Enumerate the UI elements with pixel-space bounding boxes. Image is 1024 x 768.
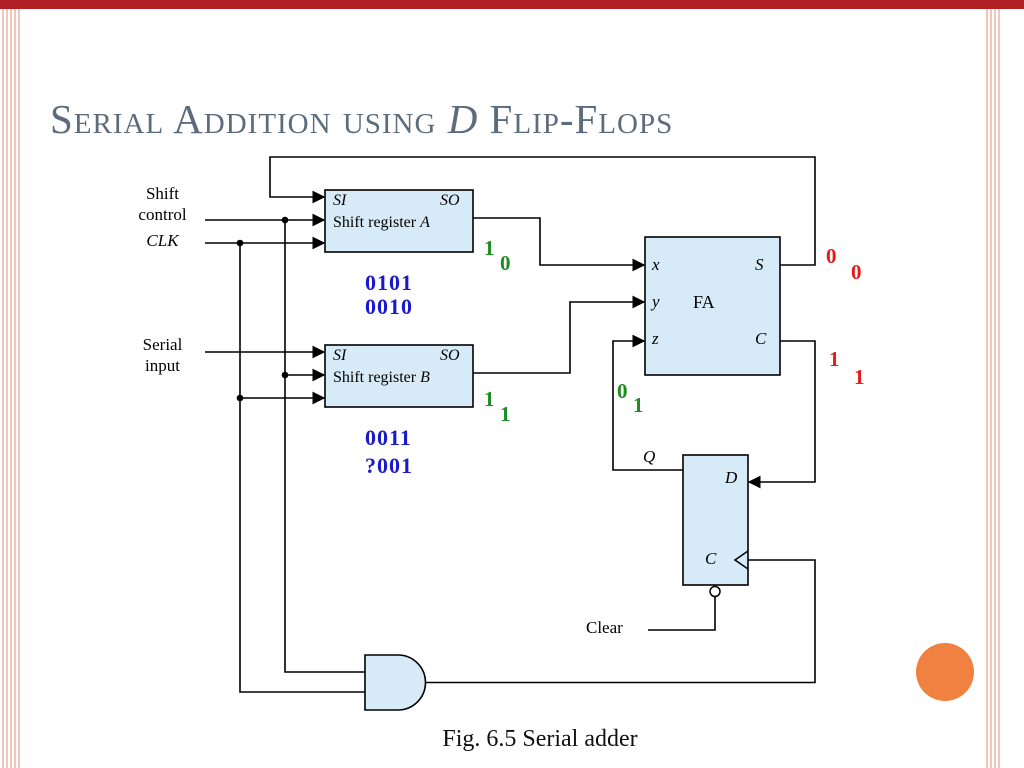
reg-a-out-bit-1: 1 — [484, 236, 495, 260]
top-accent-bar — [0, 0, 1024, 9]
reg-a-name-text: Shift register — [333, 214, 421, 231]
serial-input-label-line1: Serial — [142, 335, 183, 354]
junction-dot — [236, 239, 244, 247]
wire-sum-feedback — [269, 156, 816, 266]
clear-bubble-icon — [709, 585, 721, 598]
reg-b-so-label: SO — [440, 347, 460, 364]
ff-q-label: Q — [643, 447, 656, 466]
slide-title: Serial Addition using D Flip-Flops — [50, 95, 950, 143]
ff-d-label: D — [725, 468, 738, 487]
clk-label: CLK — [146, 231, 179, 250]
accent-circle — [916, 643, 974, 701]
left-edge-stripes — [0, 0, 21, 768]
reg-a-si-label: SI — [333, 192, 347, 209]
reg-b-out-bit-2: 1 — [500, 402, 511, 426]
reg-b-letter: B — [420, 369, 430, 386]
title-pre: Serial Addition using — [50, 96, 448, 142]
shift-register-a-box — [324, 189, 474, 253]
shift-control-label-line1: Shift — [145, 184, 180, 203]
title-d-emphasis: D — [447, 96, 479, 142]
serial-input-label: Serial input — [120, 334, 205, 376]
reg-b-name: Shift register B — [333, 369, 430, 387]
fa-z-bit-2: 1 — [633, 393, 644, 417]
wire-a-so-to-x — [473, 217, 646, 272]
junction-dot — [281, 371, 289, 379]
wire-clk-vertical — [239, 243, 365, 693]
reg-b-name-text: Shift register — [333, 369, 421, 386]
wire-b-so-to-y — [473, 295, 646, 374]
fa-z-label: z — [652, 329, 659, 348]
wire-carry-to-d — [747, 340, 816, 489]
full-adder-box — [644, 236, 781, 376]
wire-q-to-z — [612, 334, 683, 471]
d-flip-flop-box — [682, 454, 749, 586]
reg-a-letter: A — [420, 214, 430, 231]
reg-b-contents-line1: 0011 — [365, 425, 412, 450]
fa-label: FA — [693, 292, 715, 312]
reg-a-contents-line1: 0101 — [365, 270, 413, 295]
fa-s-label: S — [755, 255, 764, 274]
fa-s-bit-1: 0 — [826, 244, 837, 268]
fa-c-bit-1: 1 — [829, 347, 840, 371]
clock-triangle-icon — [733, 550, 749, 570]
serial-input-label-line2: input — [145, 356, 180, 375]
fa-y-label: y — [652, 292, 660, 311]
reg-b-si-label: SI — [333, 347, 347, 364]
and-gate — [364, 654, 427, 711]
fa-s-bit-2: 0 — [851, 260, 862, 284]
fa-x-label: x — [652, 255, 660, 274]
reg-a-contents-line2: 0010 — [365, 294, 413, 319]
reg-a-name: Shift register A — [333, 214, 430, 232]
shift-register-b-box — [324, 344, 474, 408]
figure-caption: Fig. 6.5 Serial adder — [442, 726, 638, 752]
reg-b-out-bit-1: 1 — [484, 387, 495, 411]
wire-and-to-clock — [425, 559, 816, 684]
wire-clear — [648, 597, 716, 631]
junction-dot — [236, 394, 244, 402]
wire-shift-control-vertical — [284, 220, 365, 673]
reg-a-so-label: SO — [440, 192, 460, 209]
fa-z-bit-1: 0 — [617, 379, 628, 403]
reg-b-contents-line2: ?001 — [365, 453, 413, 478]
right-edge-stripes — [984, 0, 1000, 768]
fa-c-label: C — [755, 329, 767, 348]
junction-dot — [281, 216, 289, 224]
fa-c-bit-2: 1 — [854, 365, 865, 389]
shift-control-label: Shift control — [120, 183, 205, 225]
title-post: Flip-Flops — [478, 96, 674, 142]
reg-a-out-bit-2: 0 — [500, 251, 511, 275]
clear-label: Clear — [586, 618, 623, 637]
shift-control-label-line2: control — [138, 205, 187, 224]
ff-c-label: C — [705, 549, 717, 568]
